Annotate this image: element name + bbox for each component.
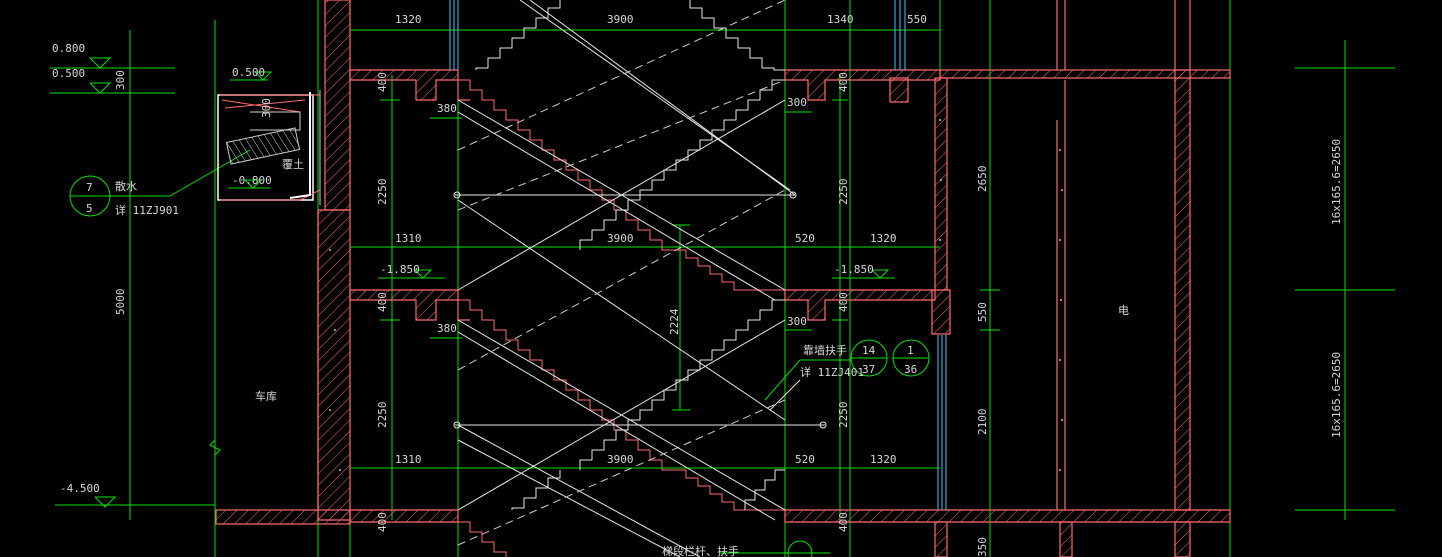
railing-ref: 详 11ZJ401 <box>800 365 864 379</box>
dim-400-right-c: 400 <box>837 512 850 532</box>
dim-low-1310: 1310 <box>395 453 422 466</box>
dim-300-a: 300 <box>787 96 807 109</box>
dim-400-right-a: 400 <box>837 72 850 92</box>
railing-title: 靠墙扶手 <box>803 343 847 357</box>
foundation-detail <box>217 90 321 205</box>
dim-low-3900: 3900 <box>607 453 634 466</box>
level-0500-left: 0.500 <box>52 67 85 80</box>
level-m4500: -4.500 <box>60 482 100 495</box>
garage-label: 车库 <box>255 389 277 403</box>
dim-400-left-b: 400 <box>376 292 389 312</box>
dim-low-1320: 1320 <box>870 453 897 466</box>
dim-350: 350 <box>976 537 989 557</box>
dim-2250-right-a: 2250 <box>837 179 850 206</box>
dim-380-a: 380 <box>437 102 457 115</box>
callout-right-b-top: 1 <box>907 344 914 357</box>
dim-550: 550 <box>976 302 989 322</box>
level-0500-detail: 0.500 <box>232 66 265 79</box>
callout-left-title: 散水 <box>115 179 137 193</box>
glass-panels <box>449 0 947 510</box>
dim-mid-1320: 1320 <box>870 232 897 245</box>
walls <box>215 0 1231 557</box>
callout-right-b-bottom: 36 <box>904 363 917 376</box>
dim-2224: 2224 <box>668 308 681 335</box>
level-m0800: -0.800 <box>232 174 272 187</box>
wall-texture <box>329 119 1063 471</box>
dim-2250-right-b: 2250 <box>837 402 850 429</box>
level-0800: 0.800 <box>52 42 85 55</box>
dim-2650: 2650 <box>976 166 989 193</box>
dim-mid-1310: 1310 <box>395 232 422 245</box>
height-note-upper: 16x165.6=2650 <box>1330 139 1343 225</box>
callout-left-bottom: 5 <box>86 202 93 215</box>
dim-top-3900: 3900 <box>607 13 634 26</box>
labels: 1320 3900 1340 550 1310 3900 520 1320 13… <box>52 13 1343 557</box>
dim-300-detail: 300 <box>260 98 273 118</box>
bottom-note: 梯段栏杆、扶手 <box>662 544 739 557</box>
dim-low-520: 520 <box>795 453 815 466</box>
dim-400-right-b: 400 <box>837 292 850 312</box>
soil-label: 覆土 <box>282 158 304 171</box>
dim-2250-left-a: 2250 <box>376 179 389 206</box>
dim-mid-3900: 3900 <box>607 232 634 245</box>
level-m1850-left: -1.850 <box>380 263 420 276</box>
callout-left-ref: 详 11ZJ901 <box>115 203 179 217</box>
dim-400-left-a: 400 <box>376 72 389 92</box>
dim-top-550: 550 <box>907 13 927 26</box>
dim-2250-left-b: 2250 <box>376 402 389 429</box>
height-note-lower: 16x165.6=2650 <box>1330 352 1343 438</box>
callout-right-a-top: 14 <box>862 344 876 357</box>
elec-label: 电 <box>1118 304 1129 317</box>
dim-300-b: 300 <box>787 315 807 328</box>
dim-300-vertical: 300 <box>114 70 127 90</box>
dim-top-1340: 1340 <box>827 13 854 26</box>
callout-left-top: 7 <box>86 181 93 194</box>
level-m1850-right: -1.850 <box>834 263 874 276</box>
stairs <box>453 0 827 557</box>
dim-top-1320: 1320 <box>395 13 422 26</box>
dim-5000: 5000 <box>114 289 127 316</box>
dim-mid-520: 520 <box>795 232 815 245</box>
dim-400-left-c: 400 <box>376 512 389 532</box>
callout-right-a-bottom: 37 <box>862 363 875 376</box>
dim-2100: 2100 <box>976 409 989 436</box>
dim-380-b: 380 <box>437 322 457 335</box>
